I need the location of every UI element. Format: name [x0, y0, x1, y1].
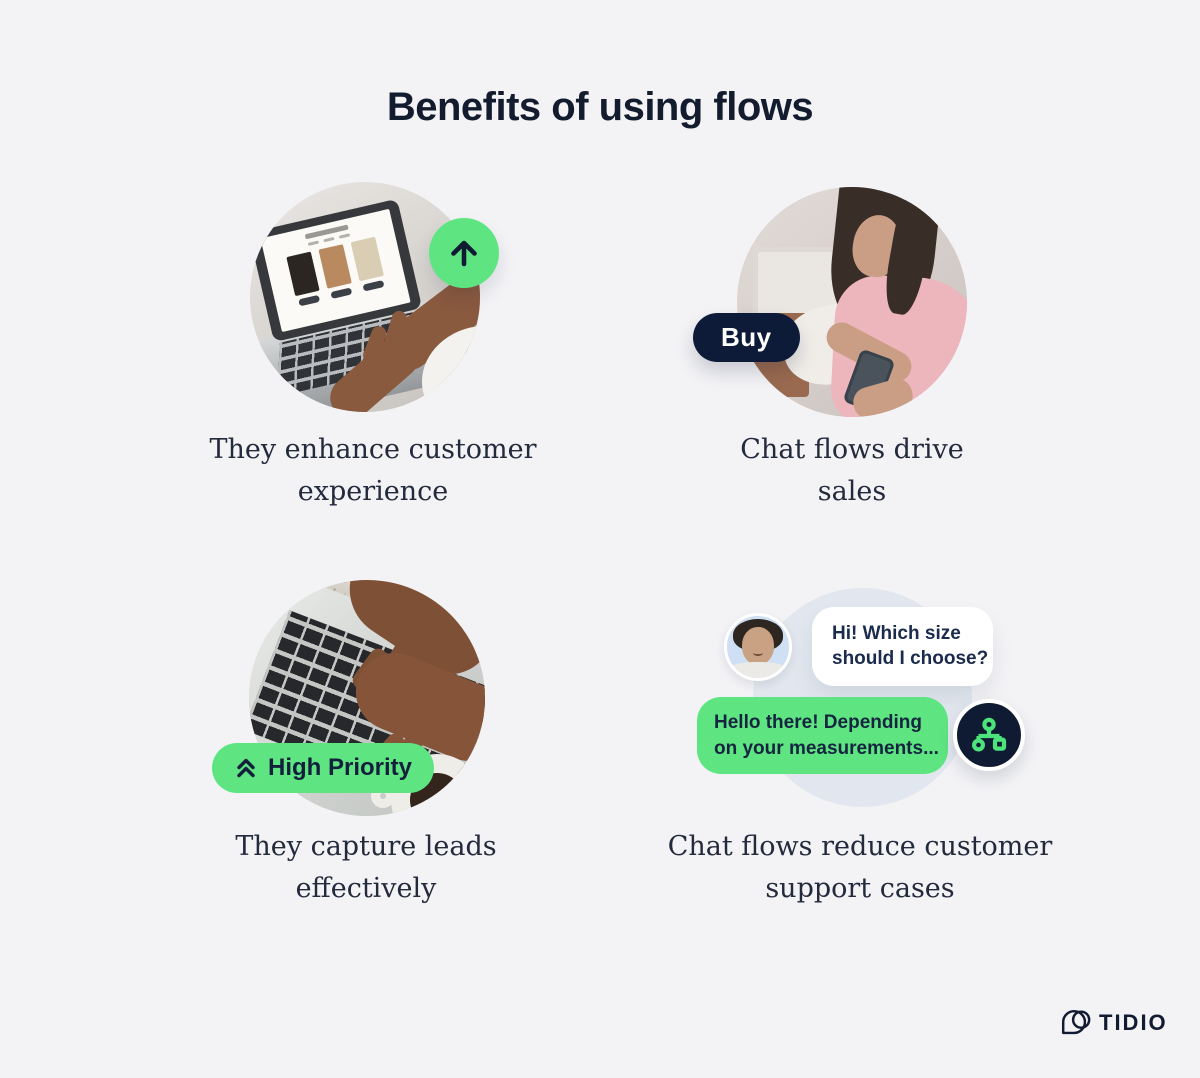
laptop-illustration: [250, 182, 480, 412]
outgoing-chat-bubble: Hello there! Depending on your measureme…: [697, 697, 948, 774]
avatar-shirt: [727, 662, 789, 678]
avatar-smile: [753, 650, 763, 656]
product-button: [361, 280, 385, 292]
product-button: [329, 287, 352, 300]
caption-line: support cases: [765, 873, 955, 904]
product-button: [297, 294, 320, 307]
photo-laptop-store: [250, 182, 480, 412]
tidio-brand: TIDIO: [1058, 1006, 1168, 1040]
high-priority-badge: High Priority: [212, 743, 435, 793]
product-card: [285, 251, 322, 307]
caption-line: They enhance customer: [209, 434, 537, 465]
flow-bot-badge: [953, 699, 1025, 771]
chat-text-line: should I choose?: [832, 648, 989, 669]
tidio-wordmark: TIDIO: [1099, 1010, 1168, 1035]
avatar-face: [742, 627, 774, 665]
caption-line: Chat flows drive: [740, 434, 964, 465]
high-priority-label: High Priority: [268, 754, 413, 781]
flow-sitemap-icon: [971, 717, 1007, 752]
arrow-up-icon: [451, 240, 477, 267]
product-card: [317, 244, 354, 300]
buy-button: Buy: [693, 313, 800, 362]
caption-support: Chat flows reduce customer support cases: [660, 826, 1060, 910]
photo-woman-phone: [737, 187, 967, 417]
buy-button-label: Buy: [721, 322, 772, 352]
caption-line: experience: [297, 476, 449, 507]
customer-avatar: [724, 613, 792, 681]
chat-text-line: on your measurements...: [714, 738, 939, 759]
product-image: [317, 244, 352, 289]
product-card: [350, 236, 386, 292]
incoming-chat-bubble: Hi! Which size should I choose?: [812, 607, 993, 686]
growth-badge: [429, 218, 499, 288]
tidio-logo-icon: [1061, 1010, 1091, 1035]
nav-item-bar: [322, 237, 335, 243]
product-grid: [271, 233, 401, 310]
chevrons-up-icon: [237, 758, 255, 778]
nav-item-bar: [307, 240, 319, 247]
caption-line: effectively: [295, 873, 437, 904]
caption-line: Chat flows reduce customer: [667, 831, 1053, 862]
nav-item-bar: [338, 233, 350, 239]
chat-text-line: Hi! Which size: [832, 623, 961, 644]
caption-leads: They capture leads effectively: [166, 826, 566, 910]
store-page: [260, 208, 411, 333]
page-title: Benefits of using flows: [386, 84, 814, 129]
caption-line: They capture leads: [235, 831, 497, 862]
product-image: [350, 236, 384, 282]
product-image: [285, 251, 320, 297]
caption-enhance: They enhance customer experience: [173, 429, 573, 513]
chat-text-line: Hello there! Depending: [714, 712, 922, 733]
caption-line: sales: [817, 476, 887, 507]
caption-sales: Chat flows drive sales: [652, 429, 1052, 513]
